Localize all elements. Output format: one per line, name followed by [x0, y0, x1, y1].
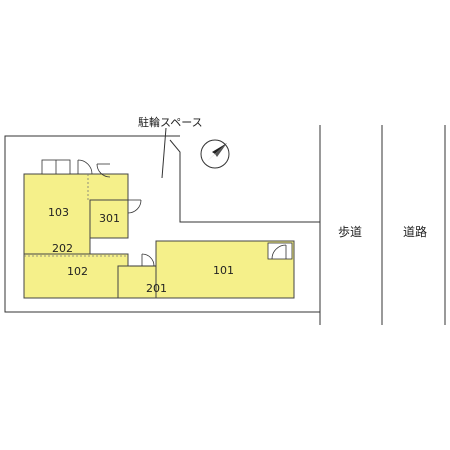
north-arrow-icon [200, 139, 230, 169]
unit-301-label: 301 [99, 212, 120, 225]
unit-201-label: 201 [146, 282, 167, 295]
door-swing-icon [267, 242, 293, 260]
unit-202-label: 202 [52, 242, 73, 255]
door-swing-icon [41, 159, 71, 175]
internal-dividers [24, 174, 128, 257]
door-swing-icon [96, 163, 111, 178]
sidewalk-label: 歩道 [338, 224, 362, 239]
unit-301-area [89, 199, 129, 239]
unit-103-label: 103 [48, 206, 69, 219]
door-swing-icon [127, 199, 142, 214]
building [23, 173, 295, 299]
unit-101-label: 101 [213, 264, 234, 277]
unit-102-label: 102 [67, 265, 88, 278]
bicycle-parking-leader [161, 127, 167, 179]
bicycle-parking-label: 駐輪スペース [138, 115, 203, 129]
door-swing-icon [77, 159, 93, 175]
road-label: 道路 [403, 224, 427, 239]
door-swing-icon [130, 253, 156, 267]
